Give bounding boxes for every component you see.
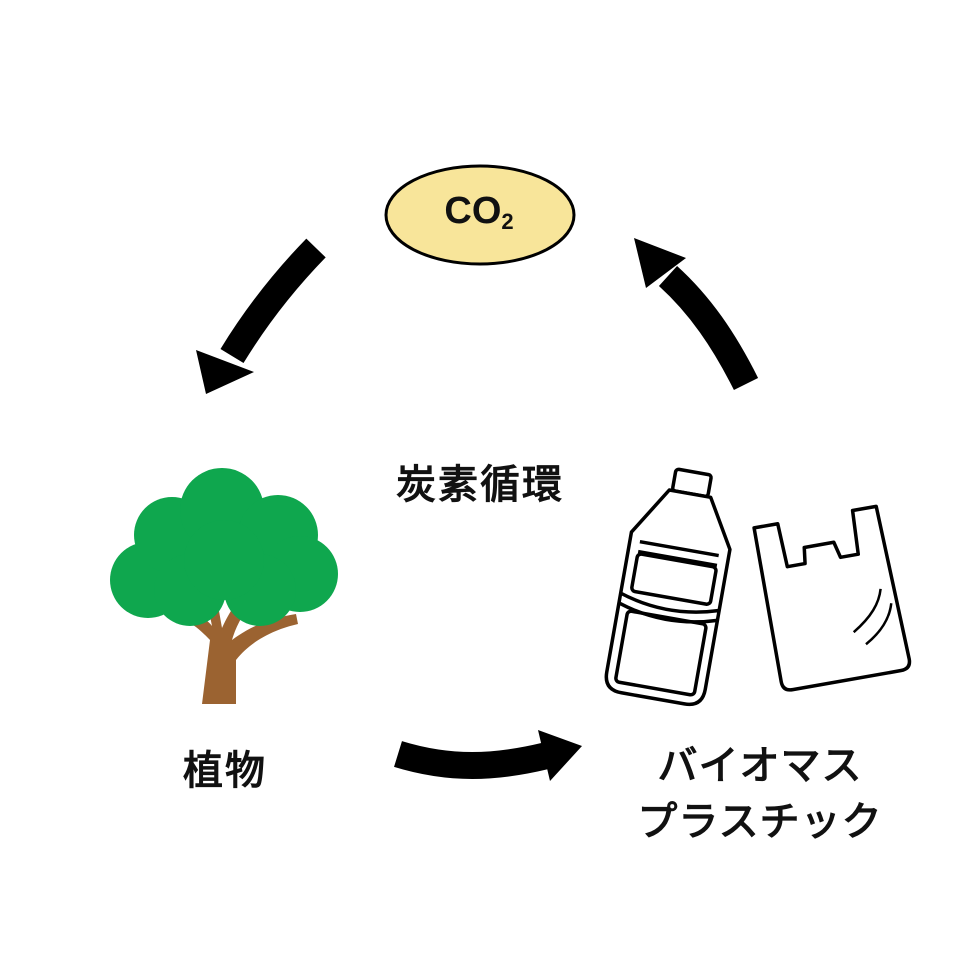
arrow-bioplastic-to-co2 [634, 238, 759, 391]
plastic-bottle-icon [604, 467, 732, 707]
co2-main: CO [444, 190, 502, 232]
center-title: 炭素循環 [396, 462, 564, 508]
co2-subscript: 2 [501, 209, 514, 234]
plant-label: 植物 [183, 748, 267, 794]
bioplastic-label: バイオマス プラスチック [590, 738, 930, 850]
co2-label: CO2 [404, 190, 554, 235]
arrow-plant-to-bioplastic [394, 730, 582, 781]
co2-ellipse [384, 164, 576, 266]
bioplastic-label-line2: プラスチック [637, 799, 883, 845]
plastic-bag-icon [752, 504, 912, 692]
arrow-co2-to-plant [196, 238, 326, 394]
tree-icon [110, 468, 338, 704]
bioplastic-label-line1: バイオマス [657, 743, 863, 789]
